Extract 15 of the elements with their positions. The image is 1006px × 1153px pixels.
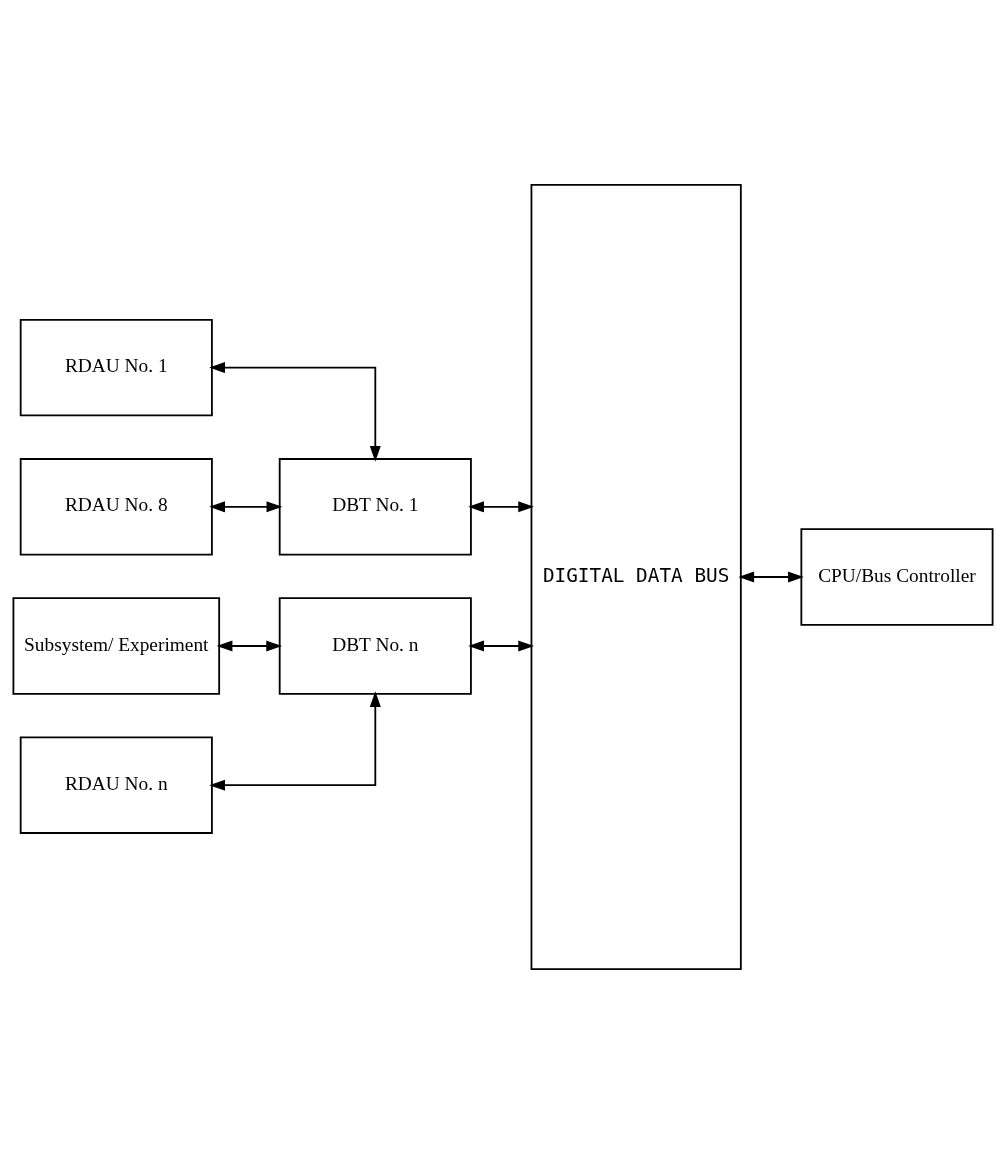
- node-box: DBT No. 1: [278, 457, 472, 555]
- arrow: [738, 570, 804, 583]
- node-box: RDAU No. n: [19, 735, 213, 834]
- arrow: [468, 500, 535, 512]
- arrow: [468, 639, 535, 651]
- node-box: RDAU No. 8: [19, 457, 213, 555]
- node-box: DIGITAL DATA BUS: [530, 183, 742, 970]
- arrow: [216, 639, 283, 651]
- arrow: [209, 361, 381, 462]
- arrow: [209, 500, 283, 512]
- node-box: RDAU No. 1: [19, 318, 213, 416]
- node-box: DBT No. n: [278, 596, 472, 695]
- node-box: CPU/Bus Controller: [800, 527, 994, 626]
- node-box: Subsystem/ Experiment: [12, 596, 221, 695]
- arrow: [209, 690, 381, 791]
